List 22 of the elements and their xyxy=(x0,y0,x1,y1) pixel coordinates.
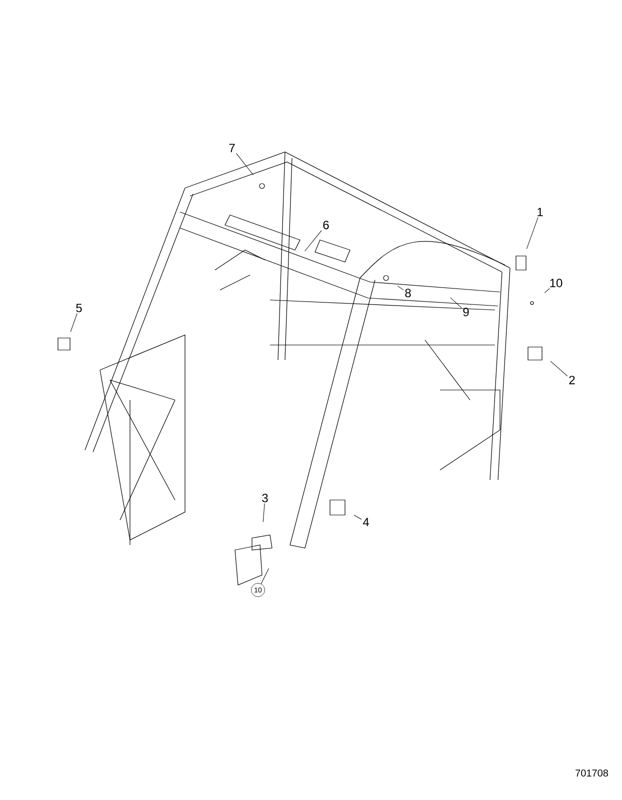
callout-number: 10 xyxy=(550,278,562,288)
callout-number: 4 xyxy=(362,518,369,526)
callout-number: 8 xyxy=(405,288,411,298)
leader-line xyxy=(544,288,550,294)
leader-line xyxy=(262,503,265,522)
figure-number: 701708 xyxy=(576,769,608,777)
callout-number: 2 xyxy=(569,376,575,384)
callout-number: 7 xyxy=(229,144,235,152)
callout-number: 5 xyxy=(76,304,82,312)
leader-line xyxy=(526,217,538,250)
leader-line xyxy=(236,153,254,176)
callout-number: 1 xyxy=(538,208,543,216)
leader-line xyxy=(450,297,462,308)
callout-number: 3 xyxy=(262,494,268,502)
leader-line xyxy=(397,286,404,290)
leader-line xyxy=(260,568,269,584)
leader-line xyxy=(304,230,322,252)
callout-number: 9 xyxy=(463,308,469,316)
callout-number: 6 xyxy=(323,220,329,230)
leader-line xyxy=(70,313,78,332)
leader-line xyxy=(550,360,568,376)
leader-line xyxy=(354,514,362,520)
